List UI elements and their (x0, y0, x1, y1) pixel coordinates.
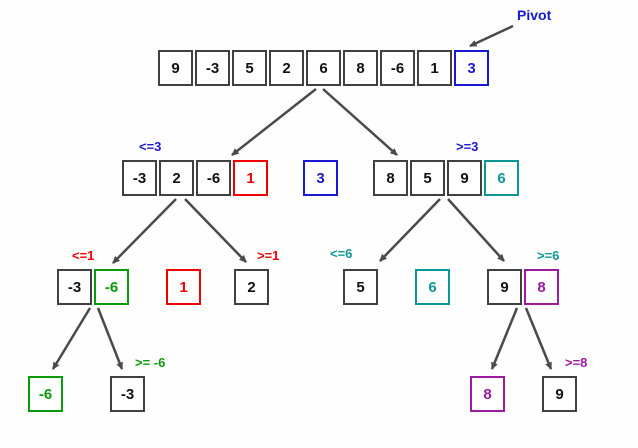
label-ge3: >=3 (456, 139, 479, 154)
label-ge1: >=1 (257, 248, 280, 263)
box-pivot-3: 3 (303, 160, 338, 196)
array-rr: 9 8 (487, 269, 559, 305)
array-cell: 5 (410, 160, 445, 196)
array-cell: 2 (159, 160, 194, 196)
array-ll: -3 -6 (57, 269, 129, 305)
array-cell-pivot-8: 8 (524, 269, 559, 305)
array-root: 9 -3 5 2 6 8 -6 1 3 (158, 50, 489, 86)
box-pivot-6: 6 (415, 269, 450, 305)
arrow-left-to-ll (112, 198, 177, 264)
array-cell-pivot-3: 3 (454, 50, 489, 86)
array-cell-pivot-3: 3 (303, 160, 338, 196)
array-cell: -6 (196, 160, 231, 196)
arrow-left-to-lr (184, 198, 247, 263)
array-cell: -3 (122, 160, 157, 196)
array-cell-pivot-1: 1 (233, 160, 268, 196)
box-lr: 2 (234, 269, 269, 305)
array-cell: 9 (487, 269, 522, 305)
array-cell: -3 (110, 376, 145, 412)
arrow-ll-to-lll (51, 307, 92, 370)
arrow-right-to-rr (447, 198, 505, 262)
array-cell: 2 (234, 269, 269, 305)
box-rl: 5 (343, 269, 378, 305)
label-ge8: >=8 (565, 355, 588, 370)
array-cell-pivot-6: 6 (415, 269, 450, 305)
array-cell: 5 (343, 269, 378, 305)
label-ge6: >=6 (537, 248, 560, 263)
pivot-label: Pivot (517, 7, 552, 23)
arrow-root-to-right (322, 88, 398, 156)
pivot-arrow (469, 24, 514, 48)
array-left: -3 2 -6 1 (122, 160, 268, 196)
array-cell: -3 (57, 269, 92, 305)
box-pivot-1: 1 (166, 269, 201, 305)
label-ge-neg6: >= -6 (135, 355, 166, 370)
box-rrr: 9 (542, 376, 577, 412)
label-le1: <=1 (72, 248, 95, 263)
array-cell: -3 (195, 50, 230, 86)
array-cell: 9 (447, 160, 482, 196)
arrow-rr-to-rrl (490, 307, 519, 370)
arrow-rr-to-rrr (524, 307, 553, 370)
box-lll: -6 (28, 376, 63, 412)
box-llr: -3 (110, 376, 145, 412)
arrow-right-to-rl (379, 198, 441, 262)
array-cell: 8 (373, 160, 408, 196)
array-cell: 8 (343, 50, 378, 86)
array-cell: 6 (306, 50, 341, 86)
array-cell: 2 (269, 50, 304, 86)
array-cell: 1 (417, 50, 452, 86)
arrow-root-to-left (231, 88, 317, 156)
array-cell-pivot-6: 6 (484, 160, 519, 196)
array-right: 8 5 9 6 (373, 160, 519, 196)
box-rrl: 8 (470, 376, 505, 412)
label-le6: <=6 (330, 246, 353, 261)
array-cell-pivot-neg6: -6 (28, 376, 63, 412)
array-cell: 9 (542, 376, 577, 412)
array-cell: -6 (380, 50, 415, 86)
array-cell-pivot-neg6: -6 (94, 269, 129, 305)
arrow-ll-to-llr (96, 307, 124, 370)
array-cell: 9 (158, 50, 193, 86)
array-cell: 5 (232, 50, 267, 86)
label-le3: <=3 (139, 139, 162, 154)
array-cell-pivot-1: 1 (166, 269, 201, 305)
array-cell-pivot-8: 8 (470, 376, 505, 412)
